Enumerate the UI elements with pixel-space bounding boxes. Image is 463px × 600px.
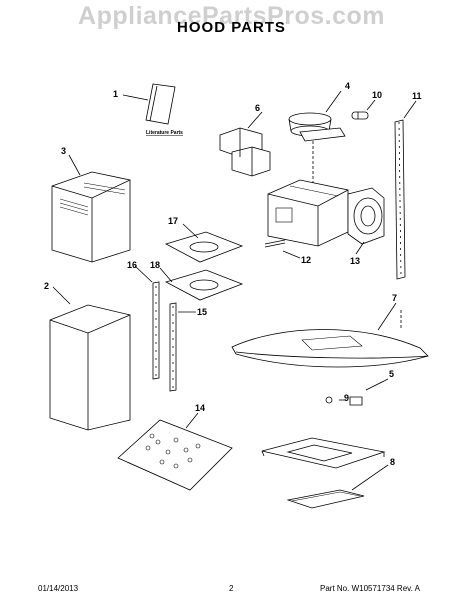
callout-15: 15 bbox=[197, 307, 207, 317]
right-rail bbox=[169, 302, 177, 392]
callout-16: 16 bbox=[127, 260, 137, 270]
vertical-support-bracket bbox=[394, 119, 406, 330]
literature-booklet bbox=[145, 83, 176, 125]
callout-1: 1 bbox=[113, 89, 118, 99]
callout-4: 4 bbox=[345, 81, 350, 91]
callout-10: 10 bbox=[372, 90, 382, 100]
callout-9: 9 bbox=[344, 393, 349, 403]
callout-18: 18 bbox=[150, 260, 160, 270]
callout-3: 3 bbox=[61, 146, 66, 156]
upper-chimney-cover bbox=[51, 171, 131, 263]
footer-part-number: Part No. W10571734 Rev. A bbox=[320, 584, 420, 593]
blower-housing bbox=[267, 179, 349, 247]
lower-mounting-plate bbox=[164, 269, 244, 301]
duct-connector bbox=[219, 127, 271, 177]
callout-6: 6 bbox=[255, 103, 260, 113]
filter-frame bbox=[261, 437, 386, 469]
callout-7: 7 bbox=[392, 293, 397, 303]
left-rail bbox=[152, 281, 160, 380]
literature-parts-label: Literature Parts bbox=[146, 130, 183, 136]
callout-14: 14 bbox=[195, 403, 205, 413]
callout-11: 11 bbox=[412, 91, 422, 101]
lower-chimney-cover bbox=[49, 304, 131, 431]
hardware-bag bbox=[117, 419, 233, 491]
callout-8: 8 bbox=[390, 457, 395, 467]
small-fitting bbox=[351, 111, 369, 120]
duct-collar bbox=[288, 112, 346, 190]
grease-filter bbox=[286, 489, 365, 509]
footer-date: 01/14/2013 bbox=[38, 584, 79, 593]
watermark: AppliancePartsPros.com bbox=[78, 2, 385, 30]
callout-5: 5 bbox=[389, 369, 394, 379]
canopy-hood bbox=[231, 329, 429, 368]
callout-12: 12 bbox=[301, 255, 311, 265]
callout-13: 13 bbox=[350, 256, 360, 266]
wire-harness bbox=[264, 239, 286, 248]
footer-page-number: 2 bbox=[229, 584, 234, 593]
light-assembly bbox=[325, 396, 363, 406]
callout-2: 2 bbox=[44, 281, 49, 291]
blower-motor bbox=[347, 187, 385, 245]
upper-mounting-plate bbox=[164, 231, 244, 263]
page-title: HOOD PARTS bbox=[177, 19, 286, 36]
callout-17: 17 bbox=[168, 216, 178, 226]
